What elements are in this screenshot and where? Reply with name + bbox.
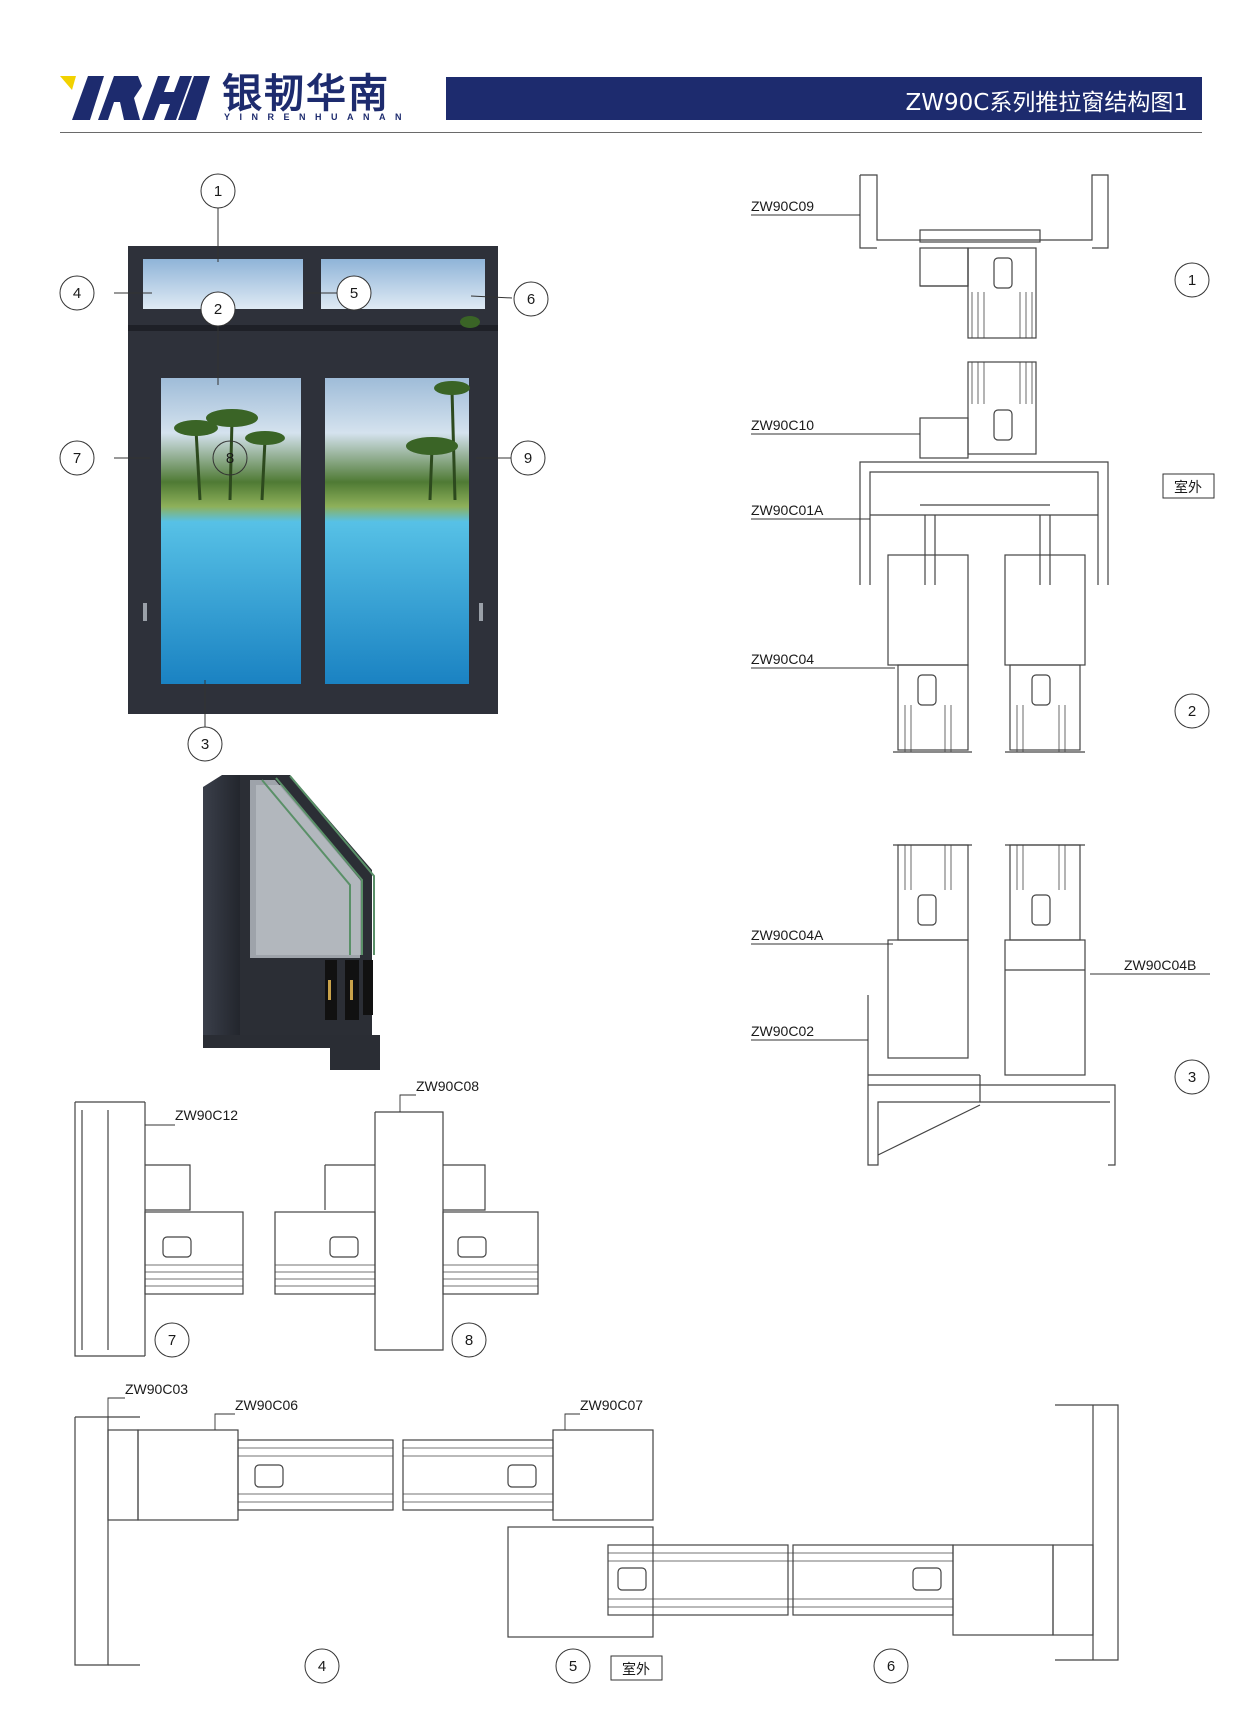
window-callout-numbers: 1 2 3 4 5 6 7 8 9	[73, 183, 535, 753]
callout-1: 1	[214, 183, 222, 200]
label-zw90c07: ZW90C07	[580, 1397, 643, 1413]
section-circle-4	[304, 1648, 340, 1684]
section-circle-7	[154, 1322, 190, 1358]
header-rule	[60, 132, 1202, 133]
bottom-leaders	[107, 1397, 580, 1430]
callout-3: 3	[201, 736, 209, 753]
callout-8: 8	[226, 450, 234, 467]
label-zw90c04a: ZW90C04A	[751, 927, 824, 943]
window-illustration	[128, 246, 498, 714]
label-zw90c02: ZW90C02	[751, 1023, 814, 1039]
right-section-circles	[1174, 262, 1210, 1095]
label-zw90c09: ZW90C09	[751, 198, 814, 214]
right-leaders	[751, 214, 1210, 1041]
outdoor-box-bottom	[610, 1655, 663, 1681]
section-num-4: 4	[318, 1658, 326, 1675]
window-callouts	[59, 173, 549, 762]
section-2-drawing	[859, 361, 1109, 753]
callout-9: 9	[524, 450, 532, 467]
label-zw90c06: ZW90C06	[235, 1397, 298, 1413]
section-num-6: 6	[887, 1658, 895, 1675]
callout-6: 6	[527, 291, 535, 308]
callout-4: 4	[73, 285, 81, 302]
label-zw90c04: ZW90C04	[751, 651, 814, 667]
outdoor-label-bottom: 室外	[622, 1661, 650, 1677]
callout-5: 5	[350, 285, 358, 302]
label-zw90c10: ZW90C10	[751, 417, 814, 433]
profile-corner-3d	[203, 775, 380, 1070]
outdoor-label-right: 室外	[1174, 479, 1202, 495]
page-title: ZW90C系列推拉窗结构图1	[905, 90, 1188, 116]
section-num-5: 5	[569, 1658, 577, 1675]
brand-name-cn: 银韧华南	[222, 71, 390, 117]
label-zw90c03: ZW90C03	[125, 1381, 188, 1397]
brand-logo-mark	[60, 76, 210, 120]
section-8-drawing	[274, 1111, 539, 1351]
section-num-8: 8	[465, 1332, 473, 1349]
label-zw90c01a: ZW90C01A	[751, 502, 824, 518]
section-circle-8	[451, 1322, 487, 1358]
section-circle-6	[873, 1648, 909, 1684]
callout-7: 7	[73, 450, 81, 467]
section-4-5-6-drawing	[74, 1404, 1119, 1666]
label-zw90c12: ZW90C12	[175, 1107, 238, 1123]
section-circle-5	[555, 1648, 591, 1684]
section-7-drawing	[74, 1101, 244, 1357]
section-num-1: 1	[1188, 272, 1196, 289]
label-zw90c04b: ZW90C04B	[1124, 957, 1196, 973]
brand-name-en: YINRENHUANAN	[224, 112, 412, 122]
title-bar: ZW90C系列推拉窗结构图1	[446, 77, 1202, 120]
section-num-3: 3	[1188, 1069, 1196, 1086]
outdoor-box-right	[1162, 473, 1215, 499]
callout-2: 2	[214, 301, 222, 318]
label-zw90c08: ZW90C08	[416, 1078, 479, 1094]
section-1-drawing	[859, 174, 1109, 339]
section-num-7: 7	[168, 1332, 176, 1349]
section-num-2: 2	[1188, 703, 1196, 720]
section-3-drawing	[867, 844, 1116, 1166]
